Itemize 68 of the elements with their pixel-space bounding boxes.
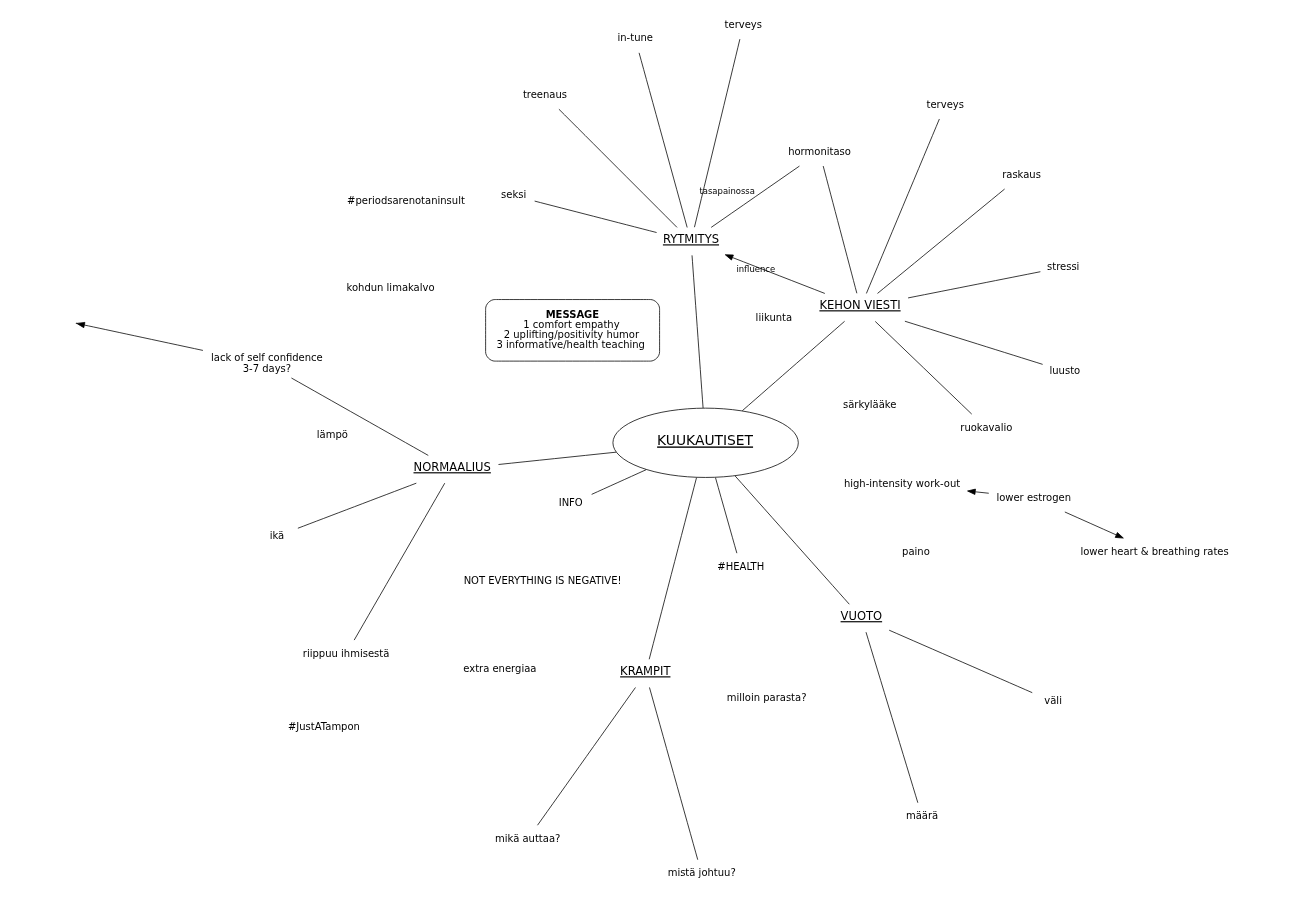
node-text: RYTMITYS	[662, 232, 719, 247]
node-text: seksi	[500, 189, 526, 201]
connector	[907, 271, 1041, 299]
node-text: in-tune	[616, 32, 653, 44]
arrow	[724, 254, 825, 294]
connector	[734, 475, 850, 605]
connector	[648, 687, 698, 861]
connector	[865, 631, 918, 804]
connector	[290, 377, 429, 456]
connector	[536, 687, 636, 826]
label: #periodsarenotaninsult	[346, 194, 465, 206]
node-text: hormonitaso	[787, 145, 851, 157]
node-text: lack of self confidence 3-7 days?	[210, 352, 323, 375]
node-text: määrä	[905, 810, 938, 822]
connector	[353, 482, 445, 641]
label: extra energiaa	[462, 662, 536, 674]
connector	[822, 165, 857, 294]
node-text: väli	[1043, 695, 1062, 707]
connector	[693, 38, 740, 228]
node-ellipse: KUUKAUTISET	[612, 407, 799, 478]
node-text: lower estrogen	[995, 491, 1071, 503]
connector	[533, 200, 657, 233]
node-text: ruokavalio	[959, 421, 1012, 433]
label: lämpö	[316, 428, 348, 440]
connector	[874, 321, 972, 415]
connector	[888, 629, 1033, 694]
node-text: riippuu ihmisestä	[302, 647, 389, 659]
node-text: treenaus	[522, 88, 567, 100]
node-text: ikä	[269, 529, 284, 541]
connector	[904, 320, 1043, 365]
node-text: KRAMPIT	[619, 664, 670, 679]
label: liikunta	[755, 311, 792, 323]
node-text: terveys	[926, 98, 964, 110]
connector	[741, 320, 845, 412]
connector	[497, 451, 616, 465]
arrow	[1063, 511, 1124, 539]
node-text: NORMAALIUS	[413, 460, 491, 475]
connector	[876, 188, 1005, 294]
connector	[297, 482, 417, 529]
connector	[590, 469, 647, 495]
label: #JustATampon	[287, 721, 360, 733]
connector	[638, 52, 688, 228]
label: paino	[901, 545, 930, 557]
connector	[648, 477, 697, 660]
node-text: mikä auttaa?	[494, 832, 560, 844]
label: NOT EVERYTHING IS NEGATIVE!	[463, 574, 621, 586]
node-text: VUOTO	[840, 609, 882, 624]
node-text: luusto	[1048, 364, 1080, 376]
label: särkylääke	[842, 399, 896, 411]
label: milloin parasta?	[726, 691, 806, 703]
node-text: high-intensity work-out	[843, 477, 960, 489]
node-text: lower heart & breathing rates	[1079, 545, 1229, 557]
node-box: MESSAGE 1 comfort empathy 2 uplifting/positivity humor 3 informative/health teaching	[484, 299, 660, 362]
connector	[714, 477, 737, 554]
arrow	[75, 322, 203, 351]
connector	[710, 165, 800, 228]
node-text: KEHON VIESTI	[818, 298, 901, 313]
label: kohdun limakalvo	[346, 282, 435, 294]
node-text: terveys	[724, 18, 762, 30]
node-text: raskaus	[1001, 168, 1041, 180]
arrow	[966, 488, 989, 495]
connector	[865, 118, 940, 294]
node-text: #HEALTH	[716, 560, 764, 572]
edge-label: tasapainossa	[698, 186, 755, 197]
connector	[691, 254, 703, 409]
node-text: mistä johtuu?	[667, 867, 736, 879]
node-text: stressi	[1046, 260, 1079, 272]
node-text: INFO	[558, 497, 583, 509]
